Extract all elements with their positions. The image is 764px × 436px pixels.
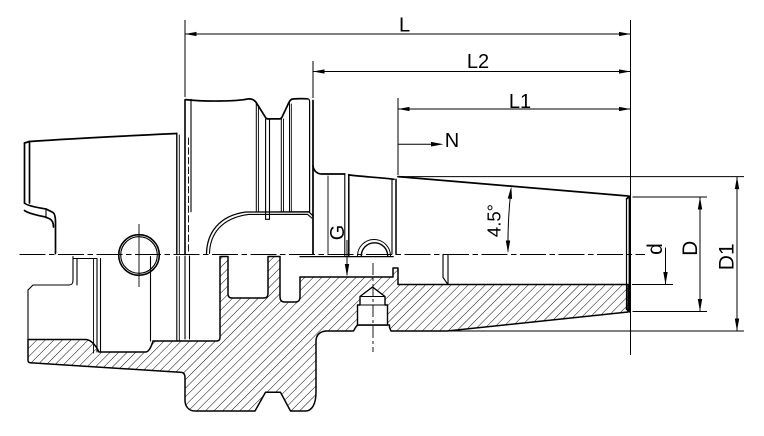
svg-text:N: N [445,130,459,152]
svg-text:d: d [644,243,667,255]
svg-text:L2: L2 [467,51,489,73]
svg-text:D1: D1 [716,243,739,270]
svg-text:G: G [327,225,349,241]
svg-text:4.5°: 4.5° [484,204,505,237]
svg-text:D: D [679,241,702,256]
svg-text:L1: L1 [509,91,531,113]
svg-text:L: L [399,15,410,37]
